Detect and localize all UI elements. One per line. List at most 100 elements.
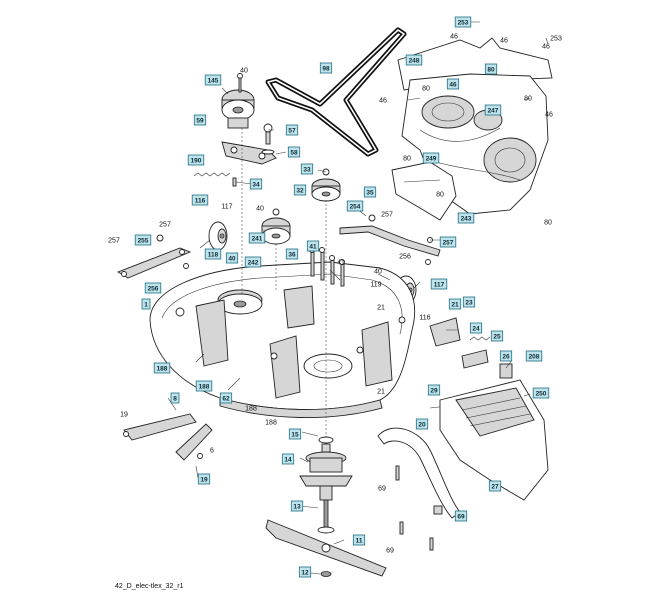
- callout-number: 14: [284, 456, 292, 463]
- mower-blade-11: [265, 519, 387, 577]
- callout-29: 29: [427, 384, 441, 396]
- callout-number: 27: [491, 483, 499, 490]
- callout-box: [170, 392, 180, 404]
- callout-118: 118: [204, 248, 222, 260]
- drive-belt: [265, 27, 407, 157]
- callout-98: 98: [319, 62, 333, 74]
- callout-21b: 21: [448, 298, 462, 310]
- callout-number: 21: [451, 301, 459, 308]
- callout-58: 58: [287, 146, 301, 158]
- callout-number: 40: [374, 268, 382, 275]
- stabilizer-bar-right: [339, 214, 441, 265]
- callout-number: 257: [108, 237, 120, 244]
- callout-box: [446, 78, 460, 90]
- callout-15: 15: [288, 428, 302, 440]
- callout-32: 32: [293, 184, 307, 196]
- callout-number: 13: [293, 503, 301, 510]
- callout-number: 21: [377, 304, 385, 311]
- callout-256b: 256: [399, 253, 411, 260]
- idler-arm: [221, 141, 277, 165]
- callout-number: 257: [443, 239, 454, 246]
- callout-number: 40: [240, 67, 248, 74]
- idler-pulley-145: [221, 89, 255, 129]
- callout-257a: 257: [108, 237, 120, 244]
- callout-80b: 80: [484, 63, 498, 75]
- callout-46a: 46: [450, 33, 458, 40]
- callout-number: 69: [457, 513, 465, 520]
- callout-36: 36: [285, 248, 299, 260]
- callout-40b: 40: [256, 205, 264, 212]
- callout-46d: 46: [446, 78, 460, 90]
- callout-number: 188: [199, 383, 210, 390]
- callout-21c: 21: [377, 388, 385, 395]
- callout-46f: 46: [545, 111, 553, 118]
- callout-number: 118: [208, 251, 219, 258]
- callout-number: 80: [524, 95, 532, 102]
- callout-number: 62: [222, 395, 230, 402]
- callout-number: 98: [322, 65, 330, 72]
- deck-centerline: [241, 128, 327, 440]
- callout-box: [141, 298, 151, 310]
- callout-number: 253: [458, 19, 469, 26]
- callout-number: 256: [399, 253, 411, 260]
- callout-number: 59: [196, 117, 204, 124]
- callout-number: 32: [296, 187, 304, 194]
- callout-188d: 188: [265, 419, 277, 426]
- callout-188c: 188: [245, 405, 257, 412]
- callout-box: [293, 184, 307, 196]
- callout-190: 190: [187, 154, 205, 166]
- callout-188a: 188: [153, 362, 171, 374]
- callout-80f: 80: [544, 219, 552, 226]
- callout-257d: 257: [381, 211, 393, 218]
- callout-number: 243: [461, 215, 472, 222]
- callout-117b: 117: [430, 278, 448, 290]
- callout-number: 6: [210, 447, 214, 454]
- callout-24: 24: [469, 322, 483, 334]
- callout-number: 80: [422, 85, 430, 92]
- callout-41b: 41: [337, 259, 345, 266]
- callout-box: [288, 428, 302, 440]
- callout-number: 46: [450, 33, 458, 40]
- callout-number: 80: [487, 66, 495, 73]
- callout-number: 21: [377, 388, 385, 395]
- callout-14: 14: [281, 453, 295, 465]
- callout-25: 25: [490, 330, 504, 342]
- callout-255: 255: [134, 234, 152, 246]
- callout-number: 188: [245, 405, 257, 412]
- callout-253a: 253: [454, 16, 472, 28]
- callout-box: [193, 114, 207, 126]
- callout-62: 62: [219, 392, 233, 404]
- callout-number: 242: [248, 259, 259, 266]
- callout-box: [363, 186, 377, 198]
- callout-box: [195, 380, 213, 392]
- callout-145: 145: [204, 74, 222, 86]
- callout-12: 12: [298, 566, 312, 578]
- callout-number: 249: [426, 155, 437, 162]
- callout-box: [319, 62, 333, 74]
- callout-box: [298, 566, 312, 578]
- callout-number: 257: [159, 221, 171, 228]
- callout-box: [484, 63, 498, 75]
- callout-number: 25: [493, 333, 501, 340]
- callout-number: 57: [288, 127, 296, 134]
- blade-bolt-12: [320, 571, 332, 577]
- callout-number: 241: [252, 235, 263, 242]
- callout-69b: 69: [454, 510, 468, 522]
- callout-number: 46: [379, 97, 387, 104]
- callout-241: 241: [248, 232, 266, 244]
- callout-number: 33: [303, 166, 311, 173]
- callout-19b: 19: [197, 473, 211, 485]
- grass-deflector-27: [439, 379, 549, 501]
- callout-box: [290, 500, 304, 512]
- callout-box: [144, 282, 162, 294]
- pulley-117-left: [208, 221, 228, 251]
- callout-46b: 46: [500, 37, 508, 44]
- callout-188b: 188: [195, 380, 213, 392]
- mower-deck: [149, 261, 416, 419]
- callout-number: 116: [195, 197, 206, 204]
- callout-box: [134, 234, 152, 246]
- callout-box: [484, 104, 502, 116]
- callout-40a: 40: [240, 67, 248, 74]
- callout-box: [287, 146, 301, 158]
